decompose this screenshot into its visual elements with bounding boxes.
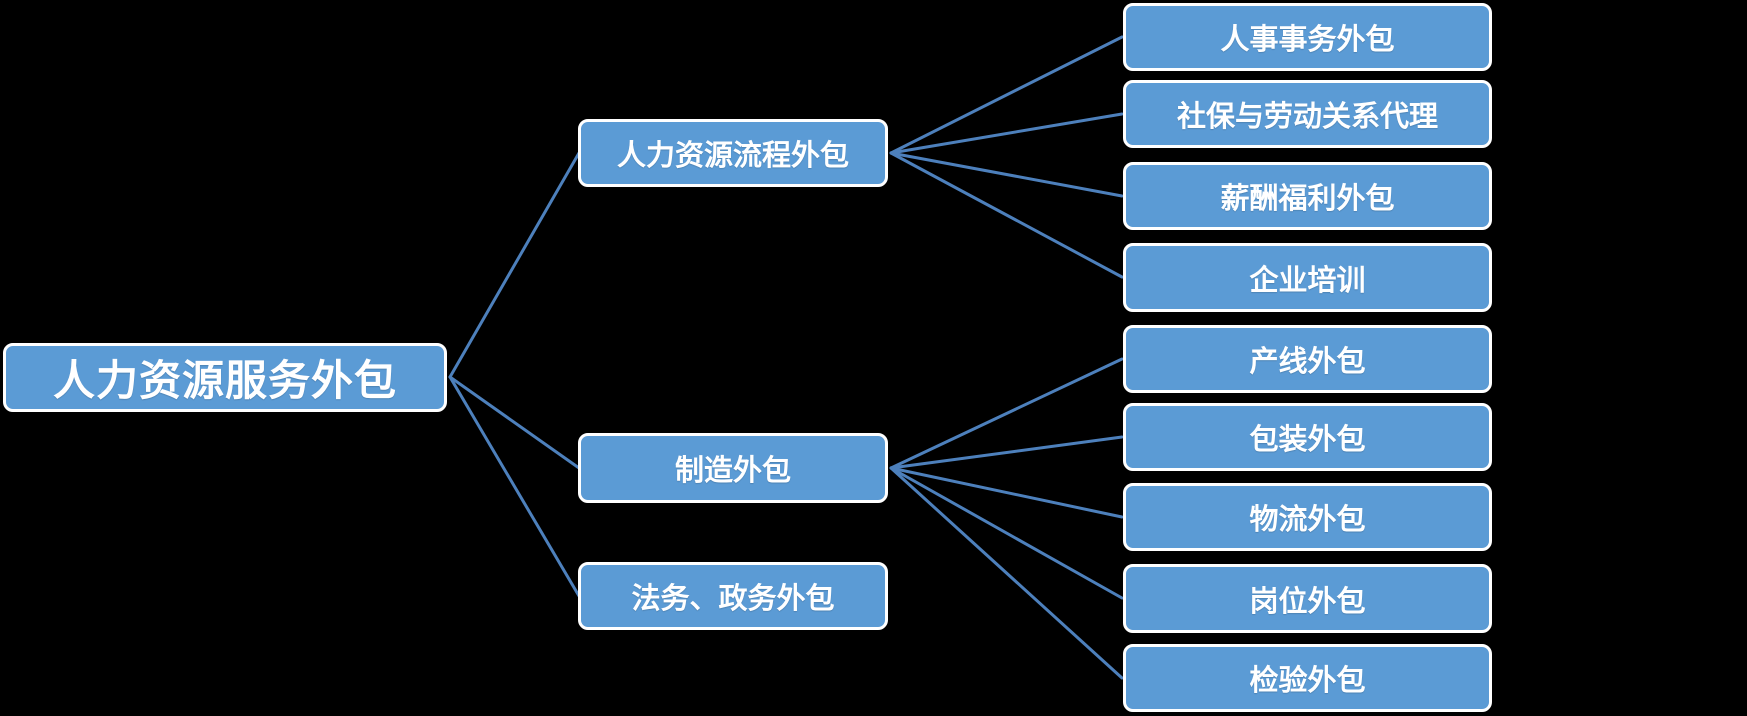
- branch-node-manufacturing-outsourcing: 制造外包: [578, 433, 888, 503]
- leaf-node-logistics-outsourcing: 物流外包: [1123, 483, 1492, 551]
- branch-node-legal-government-outsourcing: 法务、政务外包: [578, 562, 888, 630]
- branch-node-hr-process-outsourcing: 人力资源流程外包: [578, 119, 888, 187]
- leaf-node-corporate-training: 企业培训: [1123, 243, 1492, 312]
- root-node-hr-service-outsourcing: 人力资源服务外包: [3, 343, 447, 412]
- leaf-node-compensation-benefits-outsourcing: 薪酬福利外包: [1123, 162, 1492, 230]
- connector-line: [448, 375, 581, 470]
- connector-line: [889, 151, 1124, 279]
- connector-line: [889, 35, 1124, 155]
- leaf-node-packaging-outsourcing: 包装外包: [1123, 403, 1492, 471]
- connector-line: [889, 151, 1124, 198]
- leaf-node-personnel-affairs-outsourcing: 人事事务外包: [1123, 3, 1492, 71]
- connector-line: [889, 357, 1124, 470]
- connector-line: [889, 466, 1124, 519]
- connector-line: [448, 151, 581, 379]
- leaf-node-inspection-outsourcing: 检验外包: [1123, 644, 1492, 712]
- leaf-node-position-outsourcing: 岗位外包: [1123, 564, 1492, 633]
- leaf-node-social-security-labor-relations-agency: 社保与劳动关系代理: [1123, 80, 1492, 148]
- connector-line: [889, 112, 1124, 155]
- connector-line: [889, 466, 1124, 680]
- connector-line: [889, 466, 1124, 600]
- leaf-node-production-line-outsourcing: 产线外包: [1123, 325, 1492, 393]
- connector-line: [889, 435, 1124, 470]
- connector-line: [448, 375, 581, 598]
